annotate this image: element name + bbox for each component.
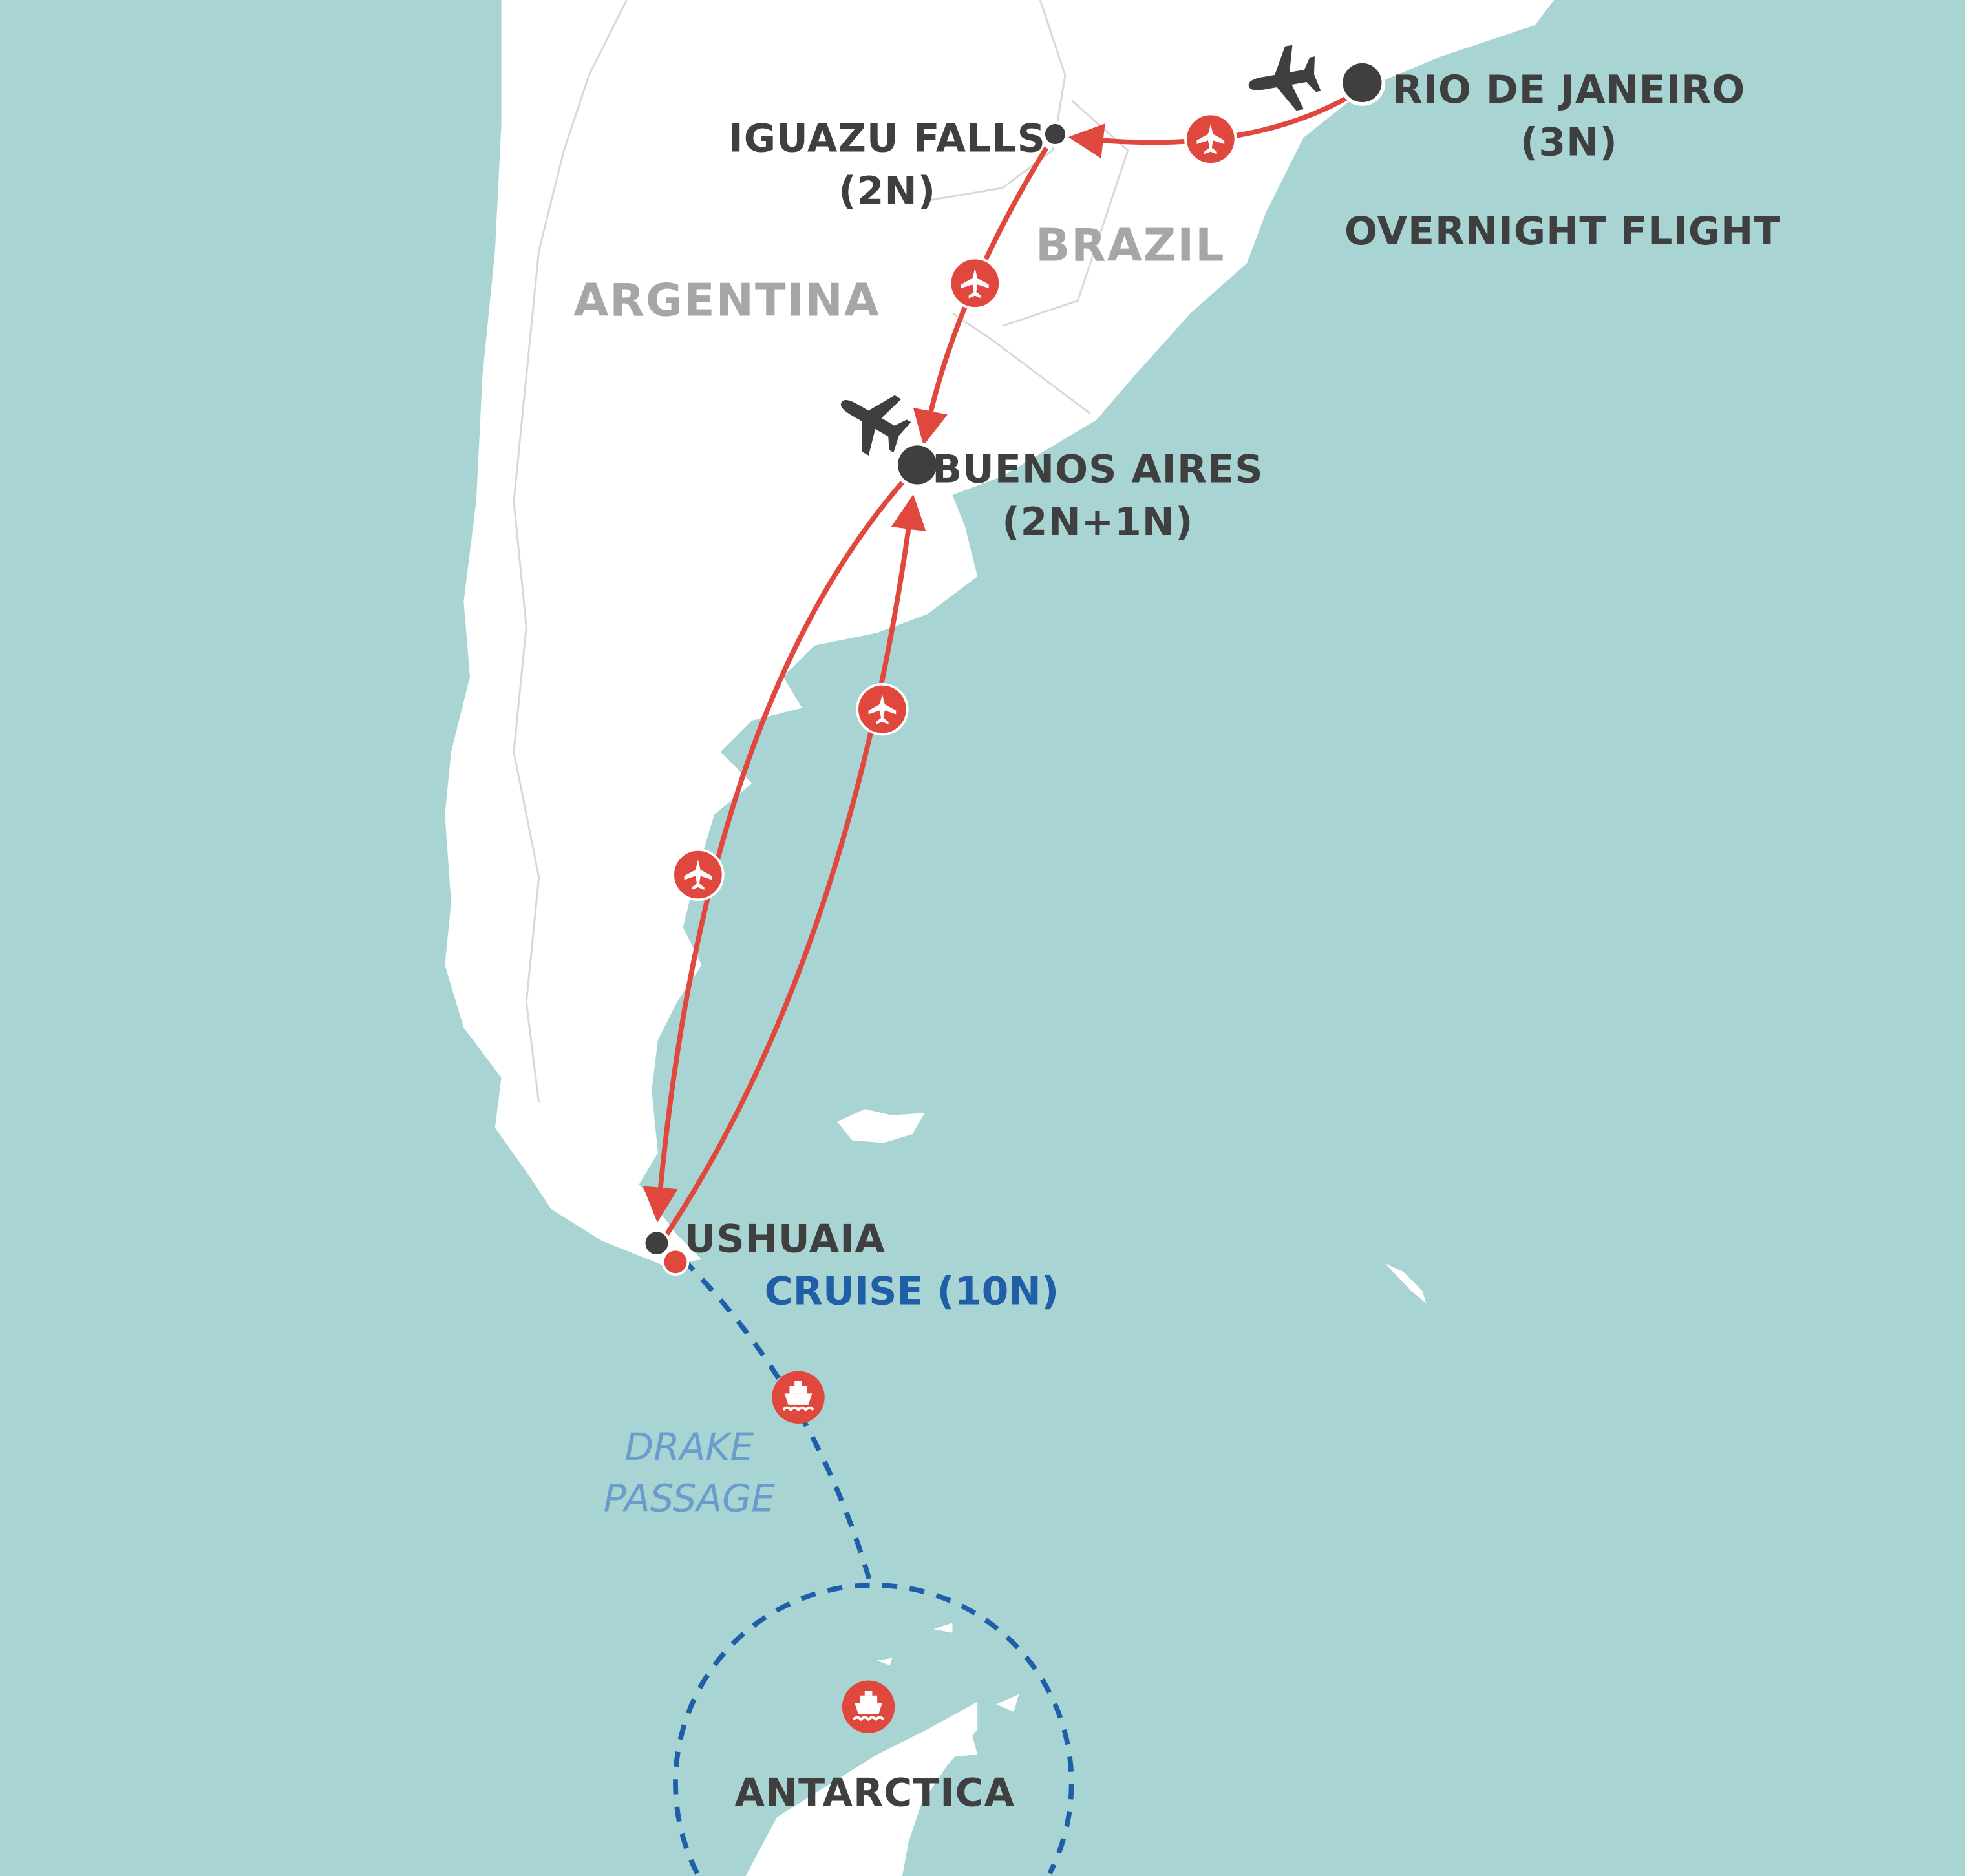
route-buenos-aires-ushuaia bbox=[643, 481, 904, 1223]
buenos-aires-label: BUENOS AIRES bbox=[932, 447, 1263, 492]
country-border bbox=[513, 0, 1129, 1103]
ship-marker-icon bbox=[770, 1369, 826, 1425]
south-georgia bbox=[1385, 1263, 1427, 1303]
country-label-argentina: ARGENTINA bbox=[573, 275, 880, 327]
overnight-flight-note: OVERNIGHT FLIGHT bbox=[1344, 209, 1781, 254]
antarctica-label: ANTARCTICA bbox=[734, 1770, 1015, 1815]
south-america-land bbox=[445, 0, 1555, 1266]
rio-label: RIO DE JANEIRO bbox=[1392, 67, 1745, 112]
iguazu-nights: (2N) bbox=[838, 169, 936, 214]
drake-passage-label-1: DRAKE bbox=[624, 1425, 754, 1469]
ushuaia-dot[interactable] bbox=[643, 1229, 671, 1258]
flight-marker-icon bbox=[948, 257, 1002, 310]
route-ushuaia-buenos-aires bbox=[664, 494, 926, 1236]
antarctic-peninsula bbox=[745, 1702, 978, 1876]
buenos-aires-dot[interactable] bbox=[894, 441, 941, 489]
rio-nights: (3N) bbox=[1520, 120, 1618, 165]
ship-marker-icon bbox=[840, 1679, 897, 1734]
ushuaia-label: USHUAIA bbox=[685, 1216, 886, 1261]
rio-dot[interactable] bbox=[1339, 59, 1386, 106]
drake-passage-label-2: PASSAGE bbox=[604, 1477, 776, 1521]
buenos-aires-nights: (2N+1N) bbox=[1002, 500, 1193, 545]
cruise-start-dot bbox=[661, 1248, 690, 1276]
country-label-brazil: BRAZIL bbox=[1036, 219, 1226, 271]
iguazu-dot[interactable] bbox=[1043, 121, 1068, 147]
falkland-islands bbox=[837, 1109, 925, 1143]
iguazu-label: IGUAZU FALLS bbox=[728, 116, 1046, 162]
flight-marker-icon bbox=[1184, 112, 1237, 165]
flight-marker-icon bbox=[672, 848, 725, 901]
flight-marker-icon bbox=[856, 682, 909, 736]
cruise-note: CRUISE (10N) bbox=[765, 1269, 1059, 1314]
